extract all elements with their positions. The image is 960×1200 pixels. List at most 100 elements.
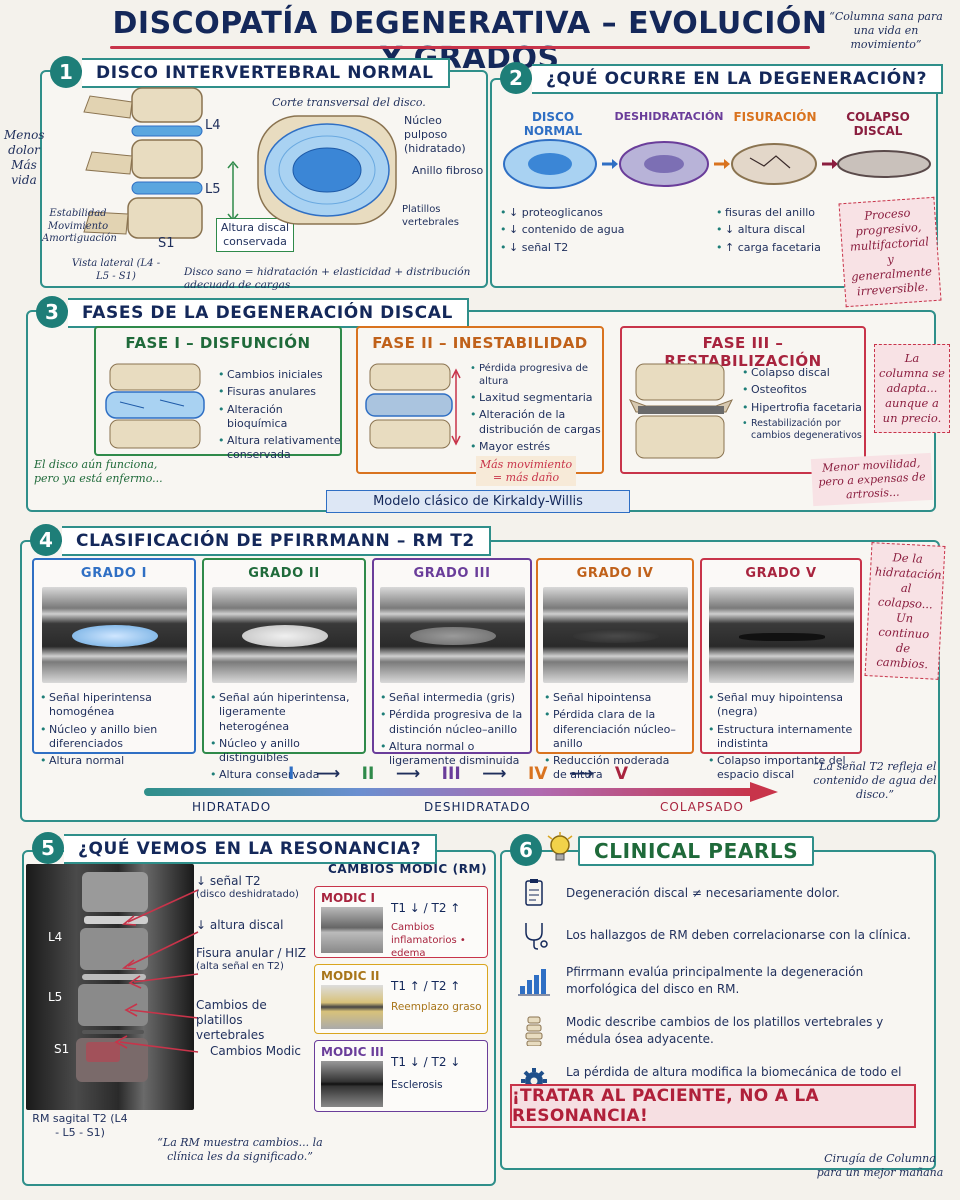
endplates-label: Platillos vertebrales <box>402 204 459 228</box>
grade-progression: I ⟶ II ⟶ III ⟶ IV ⟶ V <box>288 764 628 784</box>
modic-2-card: MODIC II T1 ↑ / T2 ↑ Reemplazo graso <box>314 964 488 1034</box>
grade-item: Señal hipointensa <box>544 691 686 706</box>
modic-3-card: MODIC III T1 ↓ / T2 ↓ Esclerosis <box>314 1040 488 1112</box>
grade-5-title: GRADO V <box>745 566 817 581</box>
modic-2-signal: T1 ↑ / T2 ↑ <box>391 979 461 993</box>
clipboard-icon <box>525 879 543 906</box>
grade-4-mri-image <box>542 587 688 683</box>
modic-2-title: MODIC II <box>321 969 380 983</box>
phase-3-disc-illustration <box>628 363 734 459</box>
section-4-number: 4 <box>30 524 62 556</box>
label-l5: L5 <box>205 182 221 197</box>
finding-disc-height: ↓ altura discal <box>196 918 312 933</box>
phase-2-title: FASE II – INESTABILIDAD <box>372 334 588 352</box>
degeneration-step-normal: DISCO NORMAL <box>523 110 583 138</box>
phase-3-list: Colapso discal Osteofitos Hipertrofia fa… <box>742 366 864 446</box>
grade-item: Señal hiperintensa homogénea <box>40 691 188 720</box>
modic-3-title: MODIC III <box>321 1045 384 1059</box>
top-quote: “Columna sana para una vida en movimient… <box>829 10 943 51</box>
label-s1: S1 <box>158 236 175 251</box>
label-l4: L4 <box>205 118 221 133</box>
lumbar-spine-lateral-illustration <box>83 87 203 239</box>
phase-1-note: El disco aún funciona, pero ya está enfe… <box>34 458 163 485</box>
phase-item: Hipertrofia facetaria <box>742 401 864 416</box>
arrow-right-icon: ⟶ <box>395 764 421 784</box>
left-margin-note: Menos dolor Más vida <box>4 128 45 187</box>
finding-pointer-arrows <box>114 889 199 1053</box>
phase-item: Colapso discal <box>742 366 864 381</box>
degeneration-step-dehydration: DESHIDRATACIÓN <box>614 110 724 123</box>
finding-sub: (alta señal en T2) <box>196 961 284 972</box>
kirkaldy-willis-model: Modelo clásico de Kirkaldy-Willis <box>326 490 630 513</box>
grade-item: Núcleo y anillo distinguibles <box>210 737 358 766</box>
signature: Cirugía de Columna para un mejor mañana <box>816 1152 944 1179</box>
mri-label-l5: L5 <box>48 990 63 1004</box>
phase-item: Alteración de la distribución de cargas <box>470 408 602 437</box>
t2-signal-note: “La señal T2 refleja el contenido de agu… <box>813 760 937 801</box>
pearl-item: Modic describe cambios de los platillos … <box>516 1006 928 1056</box>
phase-item: Laxitud segmentaria <box>470 391 602 406</box>
section-6-title: CLINICAL PEARLS <box>578 836 815 866</box>
grade-4-card: GRADO IV Señal hipointensa Pérdida clara… <box>536 558 694 781</box>
modic-1-title: MODIC I <box>321 891 376 905</box>
mri-meaning-quote: “La RM muestra cambios... la clínica les… <box>157 1136 323 1163</box>
phase-item: Osteofitos <box>742 383 864 398</box>
grade-3-list: Señal intermedia (gris) Pérdida progresi… <box>380 691 524 768</box>
pearls-list: Degeneración discal ≠ necesariamente dol… <box>516 872 928 1106</box>
grade-3-title: GRADO III <box>413 566 491 581</box>
phase-3-box <box>620 326 866 474</box>
finding-sub: (disco deshidratado) <box>196 889 299 900</box>
mri-label-s1: S1 <box>54 1042 70 1056</box>
scale-dehydrated: DESHIDRATADO <box>424 800 531 814</box>
grade-item: Pérdida clara de la diferenciación núcle… <box>544 708 686 751</box>
phase-1-disc-illustration <box>105 363 205 449</box>
pearl-text: Modic describe cambios de los platillos … <box>566 1015 884 1046</box>
degeneration-sequence-illustration <box>503 139 931 189</box>
disc-height-label: Altura discal conservada <box>216 218 294 252</box>
grade-item: Altura conservada <box>210 768 358 783</box>
grade-item: Altura normal <box>40 754 188 769</box>
finding-item: ↓ proteoglicanos <box>500 206 650 221</box>
section-1-number: 1 <box>50 56 82 88</box>
finding-main: Fisura anular / HIZ <box>196 946 306 960</box>
grade-1-mri-image <box>41 587 187 683</box>
grade-item: Señal aún hiperintensa, ligeramente hete… <box>210 691 358 734</box>
progression-v: V <box>614 764 628 784</box>
modic-2-desc: Reemplazo graso <box>391 1001 482 1013</box>
phase-item: Alteración bioquímica <box>218 403 342 432</box>
modic-section-title: CAMBIOS MODIC (RM) <box>328 862 488 876</box>
hydration-gradient-arrow <box>144 782 778 802</box>
section-2-number: 2 <box>500 62 532 94</box>
modic-1-image <box>321 907 383 953</box>
disc-functions: Estabilidad Movimiento Amortiguación <box>42 208 117 244</box>
pearl-text: Pfirrmann evalúa principalmente la degen… <box>566 965 864 996</box>
mri-label-l4: L4 <box>48 930 63 944</box>
section-5-number: 5 <box>32 832 64 864</box>
modic-3-desc: Esclerosis <box>391 1079 443 1091</box>
grade-item: Reducción moderada de altura <box>544 754 686 783</box>
phase-1-title: FASE I – DISFUNCIÓN <box>125 334 311 352</box>
lightbulb-icon <box>546 832 574 868</box>
treat-patient-banner: ¡TRATAR AL PACIENTE, NO A LA RESONANCIA! <box>510 1084 916 1128</box>
hydration-to-collapse-note: De la hidratación al colapso... Un conti… <box>864 542 946 680</box>
grade-1-card: GRADO I Señal hiperintensa homogénea Núc… <box>32 558 196 769</box>
finding-item: ↓ señal T2 <box>500 241 650 256</box>
phase-item: Fisuras anulares <box>218 385 342 400</box>
grade-item: Pérdida progresiva de la distinción núcl… <box>380 708 524 737</box>
stethoscope-icon <box>525 923 548 950</box>
finding-item: ↑ carga facetaria <box>716 241 846 256</box>
degeneration-step-fissuring: FISURACIÓN <box>733 110 817 124</box>
progression-ii: II <box>361 764 375 784</box>
phase-2-note: Más movimiento = más daño <box>476 456 576 486</box>
section-1-title: DISCO INTERVERTEBRAL NORMAL <box>82 58 450 88</box>
grade-5-card: GRADO V Señal muy hipointensa (negra) Es… <box>700 558 862 781</box>
grade-1-title: GRADO I <box>80 566 148 581</box>
section-3-title: FASES DE LA DEGENERACIÓN DISCAL <box>68 298 469 328</box>
phase-item: Pérdida progresiva de altura <box>470 362 602 388</box>
grade-5-mri-image <box>708 587 854 683</box>
grade-4-title: GRADO IV <box>576 566 654 581</box>
spine-icon <box>525 1016 543 1046</box>
section-5-title: ¿QUÉ VEMOS EN LA RESONANCIA? <box>64 834 438 864</box>
spine-adapts-note: La columna se adapta... aunque a un prec… <box>874 344 950 433</box>
arrow-right-icon: ⟶ <box>568 764 594 784</box>
